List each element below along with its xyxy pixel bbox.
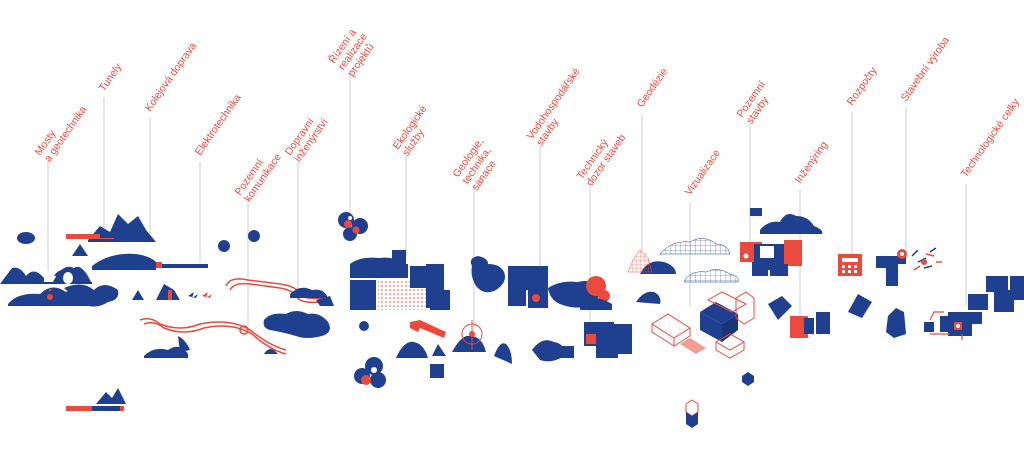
tunnel-icon — [47, 266, 92, 300]
label-technologicke-celky[interactable]: Technologické celky — [959, 96, 1023, 180]
tree-icon — [354, 357, 386, 388]
label-rozpocty[interactable]: Rozpočty — [845, 64, 880, 107]
label-tunely[interactable]: Tunely — [97, 61, 125, 94]
label-line: Inženýring — [793, 139, 831, 186]
label-geodezie[interactable]: Geodézie — [635, 66, 671, 110]
label-technicky-dozor[interactable]: Technickýdozor staveb — [575, 125, 629, 188]
puzzle-icon — [338, 212, 368, 241]
label-line: Rozpočty — [845, 64, 880, 107]
label-kolejova-doprava[interactable]: Kolejová doprava — [143, 40, 199, 113]
label-stavebni-vyroba[interactable]: Stavební výroba — [899, 35, 952, 104]
label-mosty[interactable]: Mostya geotechnika — [33, 97, 90, 165]
crane-icon — [876, 247, 942, 286]
label-pozemni-stavby[interactable]: Pozemnístavby — [735, 79, 778, 126]
illustration — [0, 208, 1024, 428]
lightning-icon — [188, 292, 198, 302]
label-vodohospodarske-stavby[interactable]: Vodohospodářskéstavby — [525, 66, 593, 148]
label-rizeni-projektu[interactable]: Řízení arealizaceprojektů — [326, 24, 380, 79]
label-line: Elektrotechnika — [193, 92, 244, 158]
label-line: Vizualizace — [683, 147, 723, 197]
cloud-grid-icon — [627, 249, 653, 273]
label-line: Geodézie — [635, 66, 671, 110]
calculator-icon — [838, 254, 862, 276]
machine-icon — [924, 276, 1024, 340]
label-inzenyring[interactable]: Inženýring — [793, 139, 831, 186]
label-ekologicke-sluzby[interactable]: Ekologickéslužby — [391, 103, 439, 158]
label-vizualizace[interactable]: Vizualizace — [683, 147, 723, 197]
label-pozemni-komunikace[interactable]: Pozemníkomunikace — [233, 145, 284, 205]
label-geologie[interactable]: Geologie,technika,sanace — [451, 136, 505, 193]
label-line: Technologické celky — [959, 96, 1023, 180]
isometric-box-icon — [651, 291, 755, 428]
building-plan-icon — [740, 240, 802, 276]
hammer-icon — [410, 320, 446, 338]
train-icon — [92, 253, 156, 270]
label-line: Stavební výroba — [899, 35, 952, 104]
label-line: Kolejová doprava — [143, 40, 199, 113]
label-line: Tunely — [97, 61, 125, 94]
leader-lines — [47, 70, 967, 330]
label-elektrotechnika[interactable]: Elektrotechnika — [193, 92, 244, 158]
label-dopravni-inzenyrstvi[interactable]: Dopravníinženýrství — [283, 110, 331, 165]
